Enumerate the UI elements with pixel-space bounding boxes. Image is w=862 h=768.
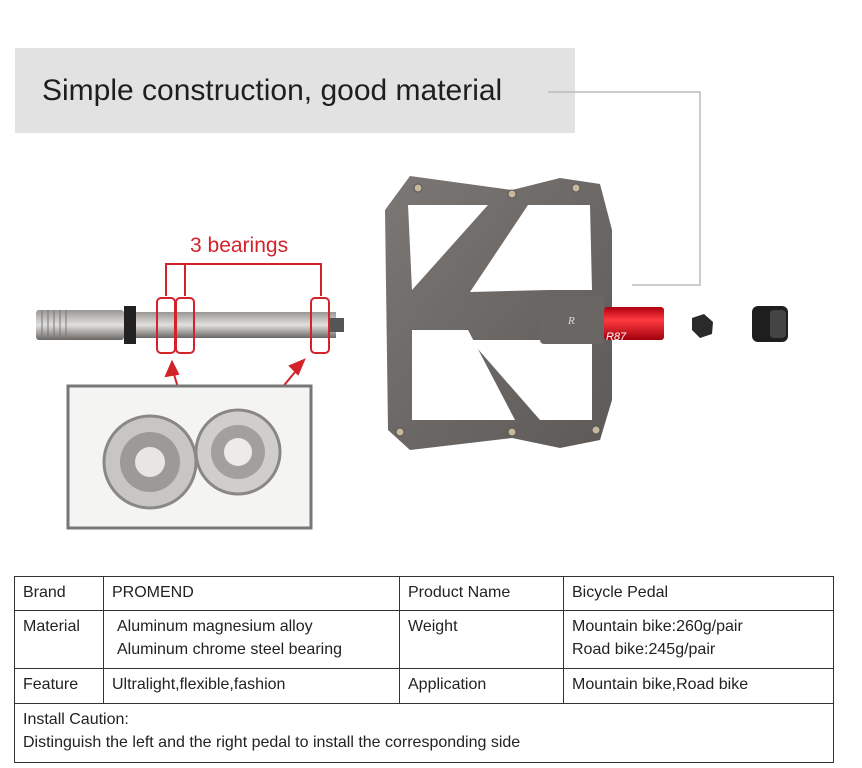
- bearing-photo: [102, 408, 282, 510]
- table-row: Material Aluminum magnesium alloy Alumin…: [14, 610, 834, 669]
- end-cap: [752, 306, 788, 342]
- install-caution: Install Caution: Distinguish the left an…: [14, 703, 834, 763]
- cell-value: PROMEND: [103, 576, 400, 611]
- banner-title: Simple construction, good material: [42, 74, 503, 107]
- cell-value: Aluminum magnesium alloy Aluminum chrome…: [103, 610, 400, 669]
- table-row: Brand PROMEND Product Name Bicycle Pedal: [14, 576, 834, 611]
- pedal-exploded-diagram: R R87: [36, 91, 788, 530]
- cell-label: Feature: [14, 668, 104, 704]
- value-line: Aluminum chrome steel bearing: [117, 641, 342, 658]
- cell-label: Brand: [14, 576, 104, 611]
- cell-value: Mountain bike:260g/pair Road bike:245g/p…: [563, 610, 834, 669]
- title-banner: Simple construction, good material: [15, 48, 575, 133]
- bearings-label: 3 bearings: [190, 234, 289, 257]
- caution-text: Distinguish the left and the right pedal…: [23, 734, 521, 751]
- spindle: [36, 306, 344, 344]
- spec-table: Brand PROMEND Product Name Bicycle Pedal…: [14, 576, 834, 763]
- cell-value: Mountain bike,Road bike: [563, 668, 834, 704]
- red-tube: [604, 307, 664, 340]
- cell-value: Ultralight,flexible,fashion: [103, 668, 400, 704]
- cell-value: Bicycle Pedal: [563, 576, 834, 611]
- lock-nut: [692, 314, 713, 338]
- caution-title: Install Caution:: [23, 711, 129, 728]
- cell-label: Material: [14, 610, 104, 669]
- cell-label: Application: [399, 668, 564, 704]
- tube-mark: R87: [606, 331, 627, 343]
- leader-line: [548, 91, 701, 286]
- pedal-side-mark: R: [567, 315, 575, 327]
- cell-label: Weight: [399, 610, 564, 669]
- pedal-body: [385, 176, 612, 450]
- table-row: Feature Ultralight,flexible,fashion Appl…: [14, 668, 834, 704]
- value-line: Mountain bike:260g/pair: [572, 618, 743, 635]
- cell-label: Product Name: [399, 576, 564, 611]
- value-line: Road bike:245g/pair: [572, 641, 716, 658]
- table-row: Install Caution: Distinguish the left an…: [14, 703, 834, 763]
- value-line: Aluminum magnesium alloy: [117, 618, 313, 635]
